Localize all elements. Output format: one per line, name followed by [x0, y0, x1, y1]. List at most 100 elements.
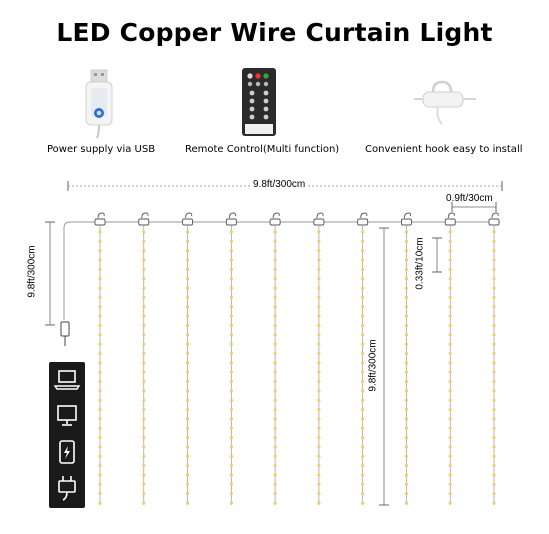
led-bulb: [229, 389, 233, 393]
led-bulb: [492, 370, 496, 374]
led-bulb: [404, 286, 409, 290]
led-bulb: [448, 286, 452, 290]
led-bulb: [98, 239, 102, 243]
led-bulb: [448, 492, 452, 496]
led-bulb: [229, 426, 233, 430]
led-bulb: [361, 230, 365, 234]
led-bulb: [185, 398, 190, 402]
led-bulb: [448, 295, 452, 300]
led-bulb: [361, 398, 365, 402]
led-bulb: [185, 361, 190, 365]
led-bulb: [185, 305, 190, 309]
led-bulb: [98, 314, 102, 318]
led-bulb: [98, 426, 102, 430]
led-bulb: [273, 258, 277, 262]
led-bulb: [142, 230, 146, 234]
led-bulb: [229, 258, 233, 262]
hook: [447, 212, 455, 219]
led-bulb: [98, 295, 102, 300]
led-bulb: [273, 389, 277, 393]
hook: [316, 212, 324, 219]
led-bulb: [273, 239, 277, 243]
led-bulb: [98, 361, 102, 365]
led-bulb: [229, 473, 233, 477]
strand-connector: [182, 218, 194, 226]
led-bulb: [448, 351, 452, 356]
led-bulb: [317, 351, 321, 356]
led-bulb: [229, 323, 233, 328]
led-bulb: [185, 249, 190, 253]
led-bulb: [317, 435, 321, 440]
led-bulb: [98, 435, 102, 440]
strand-connector: [269, 218, 281, 226]
led-bulb: [142, 435, 146, 440]
led-bulb: [98, 342, 102, 346]
led-bulb: [229, 501, 233, 505]
led-bulb: [142, 501, 146, 505]
power-adapter-icon: [58, 476, 76, 501]
led-bulb: [317, 342, 321, 346]
monitor-icon: [57, 405, 77, 426]
hook: [185, 212, 193, 219]
led-bulb: [492, 407, 496, 412]
led-bulb: [492, 314, 496, 318]
led-bulb: [317, 464, 321, 468]
led-bulb: [142, 389, 146, 393]
led-bulb: [404, 258, 409, 262]
led-bulb: [361, 342, 365, 346]
led-bulb: [404, 473, 409, 477]
led-bulb: [229, 492, 233, 496]
led-bulb: [404, 492, 409, 496]
led-bulb: [317, 492, 321, 496]
led-bulb: [448, 267, 452, 271]
led-bulb: [142, 239, 146, 243]
led-bulb: [229, 239, 233, 243]
led-bulb: [404, 342, 409, 346]
led-bulb: [98, 473, 102, 477]
led-bulb: [317, 277, 321, 281]
page-title: LED Copper Wire Curtain Light: [56, 18, 493, 47]
led-bulb: [317, 445, 321, 449]
led-bulb: [448, 501, 452, 505]
led-bulb: [492, 333, 496, 337]
led-bulb: [229, 342, 233, 346]
led-bulb: [185, 501, 190, 505]
led-bulb: [185, 454, 190, 458]
light-strand: [488, 212, 500, 505]
led-bulb: [273, 417, 277, 421]
led-bulb: [404, 445, 409, 449]
led-bulb: [448, 361, 452, 365]
led-bulb: [448, 258, 452, 262]
led-bulb: [229, 464, 233, 468]
led-bulb: [142, 314, 146, 318]
light-strand: [94, 212, 106, 505]
led-bulb: [361, 464, 365, 468]
led-bulb: [142, 426, 146, 430]
led-bulb: [492, 258, 496, 262]
led-bulb: [404, 501, 409, 505]
led-bulb: [448, 445, 452, 449]
light-strand: [400, 212, 412, 505]
led-bulb: [448, 426, 452, 430]
led-bulb: [404, 379, 409, 384]
led-bulb: [142, 351, 146, 356]
led-bulb: [492, 398, 496, 402]
strand-connector: [488, 218, 500, 226]
total-width-label: 9.8ft/300cm: [251, 179, 308, 190]
led-bulb: [404, 314, 409, 318]
laptop-icon: [53, 370, 81, 390]
hook: [360, 212, 368, 219]
led-bulb: [317, 389, 321, 393]
led-bulb: [229, 417, 233, 421]
led-bulb: [448, 473, 452, 477]
led-bulb: [361, 370, 365, 374]
led-bulb: [142, 258, 146, 262]
led-bulb: [229, 370, 233, 374]
led-bulb: [492, 492, 496, 496]
led-bulb: [404, 417, 409, 421]
led-bulb: [361, 295, 365, 300]
led-bulb: [142, 361, 146, 365]
led-bulb: [185, 426, 190, 430]
led-bulb: [492, 239, 496, 243]
led-bulb: [404, 407, 409, 412]
